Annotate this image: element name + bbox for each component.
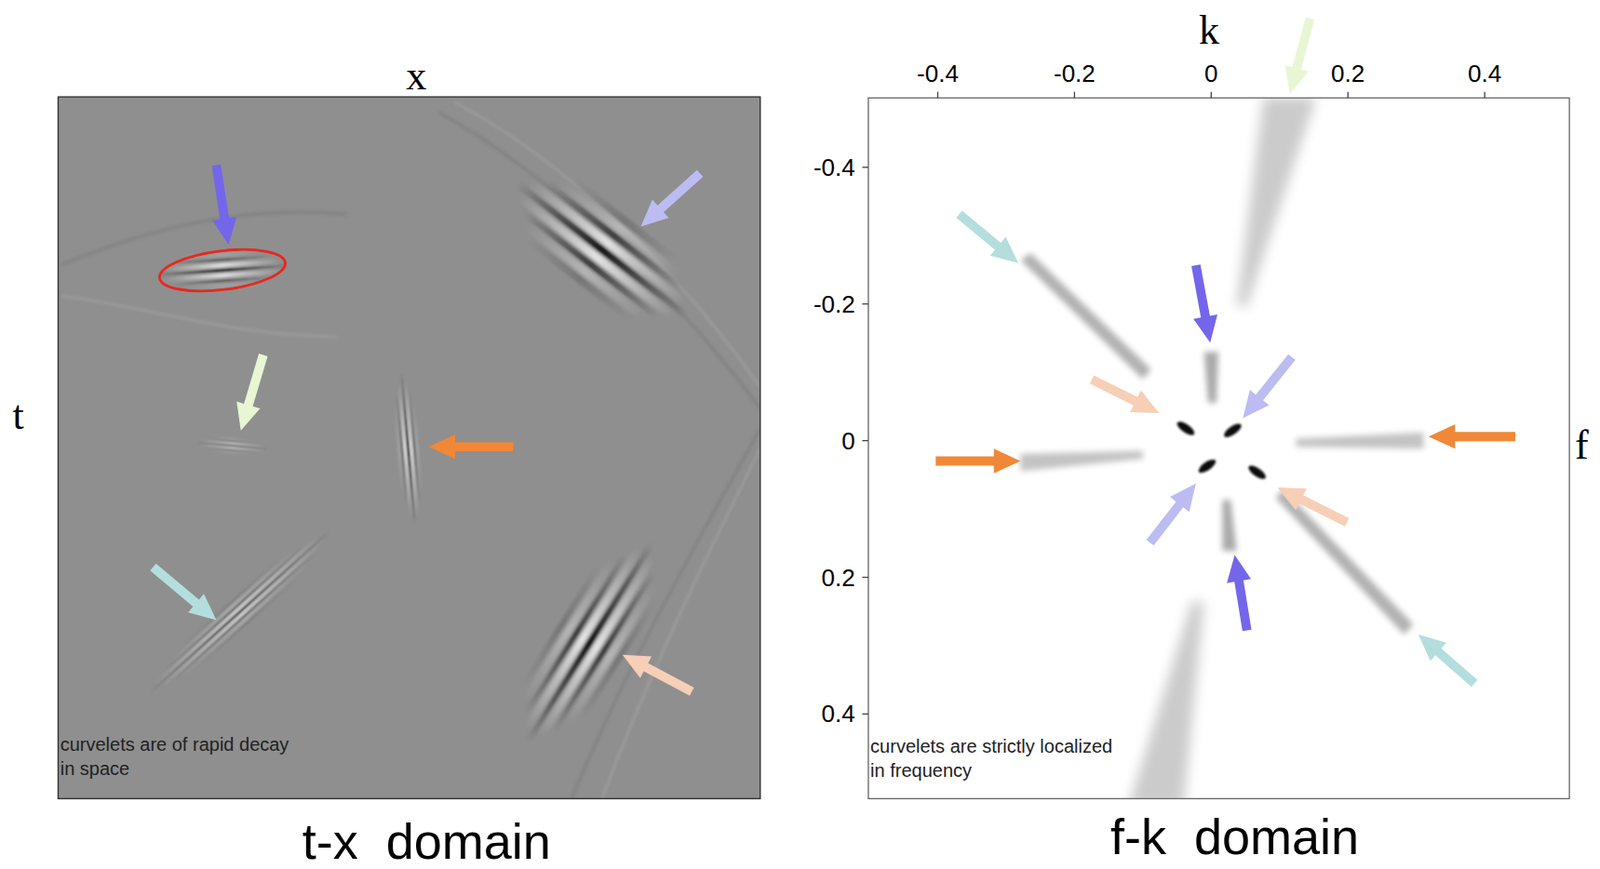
tick-label: -0.4 [813, 155, 856, 180]
curvelet [492, 151, 712, 349]
background-wavefront [61, 212, 348, 266]
spectrum-wedge [1020, 253, 1151, 380]
pointer-arrow [236, 353, 268, 431]
curvelet-stripe [564, 584, 658, 728]
curvelet-stripe [551, 569, 658, 733]
pointer-arrow [149, 564, 216, 621]
curvelet-stripe [169, 547, 299, 664]
background-wavefront [454, 102, 761, 389]
pointer-arrow [428, 434, 513, 459]
tick-label: 0 [1204, 61, 1218, 86]
pointer-arrow [1277, 487, 1350, 527]
pointer-arrow [1191, 264, 1218, 343]
spectrum-wedge [1129, 602, 1205, 800]
pointer-arrow [622, 655, 695, 697]
curvelet-stripe [170, 550, 318, 684]
spectrum-core [1196, 457, 1218, 476]
panel-caption: t-x domain [302, 816, 552, 867]
background-wavefront [61, 295, 337, 337]
curvelet-stripe [523, 222, 646, 322]
tick-label: 0 [841, 429, 855, 454]
curvelet-stripe [181, 560, 311, 677]
axis-title: x [405, 55, 427, 97]
pointer-arrow [935, 448, 1021, 473]
pointer-arrow [640, 170, 703, 228]
curvelet-stripe [520, 208, 661, 321]
pointer-arrow [955, 210, 1019, 263]
spectrum-wedge [1295, 432, 1424, 450]
pointer-arrow [1284, 16, 1315, 94]
fk-frame [868, 97, 1570, 799]
tick-label: 0.4 [821, 701, 856, 727]
axis-tick [861, 166, 869, 168]
note: curvelets are of rapid decay in space [60, 732, 299, 781]
curvelet [390, 371, 426, 526]
spectrum-core [1222, 421, 1244, 441]
tick-label: -0.2 [813, 292, 856, 317]
curvelet-stripe [537, 555, 657, 740]
axis-tick [861, 303, 869, 305]
axis-title: f [1574, 425, 1589, 467]
curvelet [196, 434, 269, 457]
tick-label: -0.4 [916, 61, 959, 86]
curvelet-stripe [161, 540, 310, 674]
pointer-arrow [1089, 375, 1160, 414]
axis-tick [861, 577, 869, 579]
pointer-arrow [212, 164, 238, 245]
axis-tick [861, 440, 869, 442]
spectrum-wedge [1236, 97, 1318, 307]
spectrum-wedge [1222, 499, 1237, 552]
curvelet-stripe [147, 529, 333, 696]
spectrum-wedge [1204, 351, 1219, 404]
tick-label: 0.2 [821, 565, 856, 591]
axis-tick [1347, 92, 1349, 99]
pointer-arrow [1428, 424, 1516, 449]
tick-label: 0.2 [1331, 61, 1365, 86]
curvelet [139, 520, 340, 705]
tick-label: 0.4 [1467, 61, 1502, 86]
curvelet [155, 248, 291, 294]
pointer-arrow [1226, 554, 1251, 632]
background-wavefront [602, 448, 761, 799]
curvelet-stripe [393, 402, 405, 498]
spectrum-core [1174, 419, 1197, 439]
axis-tick [1483, 92, 1485, 99]
pointer-arrow [1242, 354, 1295, 419]
spectrum-wedge [1020, 451, 1143, 472]
spectrum-wedge [1275, 489, 1413, 635]
curvelet-stripe [192, 571, 304, 673]
axis-tick [1210, 92, 1212, 99]
curvelet [497, 524, 684, 762]
tx-frame [57, 96, 760, 799]
axis-title: t [13, 395, 25, 437]
curvelet-stripe [209, 449, 255, 456]
highlight-ellipse [157, 243, 288, 298]
background-wavefront [438, 112, 760, 409]
curvelet-stripe [154, 535, 321, 686]
curvelet-stripe [159, 539, 325, 690]
curvelet-stripe [525, 236, 632, 323]
axis-tick [861, 713, 869, 715]
axis-title: k [1198, 10, 1220, 52]
tx-panel [57, 96, 760, 799]
pointer-arrow [1146, 484, 1197, 547]
tick-label: -0.2 [1053, 61, 1096, 86]
pointer-arrow [1418, 634, 1479, 687]
note: curvelets are strictly localized in freq… [870, 734, 1122, 783]
curvelet-stripe [524, 541, 656, 745]
spectrum-core [1246, 463, 1268, 483]
panel-caption: f-k domain [1110, 811, 1359, 862]
axis-tick [1074, 92, 1076, 99]
fk-panel [868, 97, 1570, 799]
axis-tick [937, 92, 939, 99]
